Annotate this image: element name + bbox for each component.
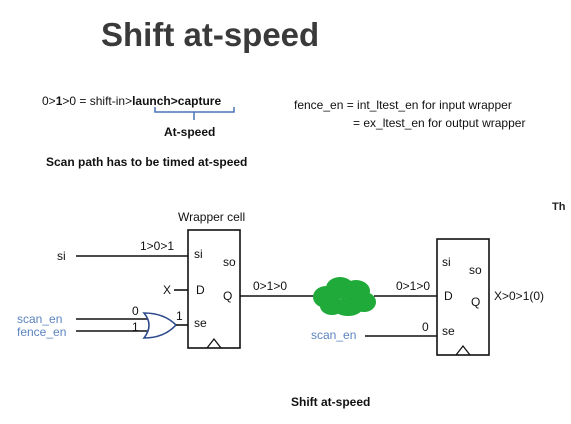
fence-en-line-1: fence_en = int_ltest_en for input wrappe… bbox=[294, 98, 512, 112]
x-input-label: X bbox=[163, 283, 171, 297]
d-input-value: 0>1>0 bbox=[396, 279, 430, 293]
sequence-mid: >0 = shift-in> bbox=[62, 94, 133, 108]
scan-en-label: scan_en bbox=[17, 312, 62, 326]
sequence-text: 0>1>0 = shift-in>launch>capture bbox=[42, 94, 221, 108]
sequence-capture: capture bbox=[177, 94, 222, 108]
combinational-logic-cloud bbox=[313, 277, 376, 316]
right-q-pin: Q bbox=[471, 295, 480, 309]
right-scan-en-label: scan_en bbox=[311, 328, 356, 342]
at-speed-brace bbox=[154, 107, 235, 120]
left-clock-triangle bbox=[206, 337, 222, 349]
page-title: Shift at-speed bbox=[101, 16, 320, 53]
fence-en-line-2: = ex_ltest_en for output wrapper bbox=[353, 116, 526, 130]
left-si-pin: si bbox=[194, 247, 203, 261]
left-d-pin: D bbox=[196, 283, 205, 297]
right-si-pin: si bbox=[442, 255, 451, 269]
sequence-prefix: 0> bbox=[42, 94, 56, 108]
fence-en-label: fence_en bbox=[17, 325, 66, 339]
left-se-pin: se bbox=[194, 316, 207, 330]
q-output-value: 0>1>0 bbox=[253, 279, 287, 293]
sequence-launch: launch bbox=[132, 94, 171, 108]
right-clock-triangle bbox=[455, 344, 471, 356]
right-so-pin: so bbox=[469, 263, 482, 277]
sequence-sep: > bbox=[170, 94, 178, 108]
wrapper-cell-box bbox=[187, 229, 241, 349]
diagram-caption: Shift at-speed bbox=[291, 395, 371, 409]
right-se-value: 0 bbox=[422, 320, 429, 334]
si-value: 1>0>1 bbox=[140, 239, 174, 253]
scan-path-note: Scan path has to be timed at-speed bbox=[46, 155, 248, 169]
si-input-label: si bbox=[57, 249, 66, 263]
capture-cell-box bbox=[436, 238, 490, 356]
or-input-1: 1 bbox=[132, 320, 139, 334]
at-speed-label: At-speed bbox=[164, 125, 216, 139]
right-q-value: X>0>1(0) bbox=[494, 289, 544, 303]
wrapper-cell-label: Wrapper cell bbox=[178, 210, 245, 224]
left-q-pin: Q bbox=[223, 289, 232, 303]
left-so-pin: so bbox=[223, 255, 236, 269]
or-output-value: 1 bbox=[176, 309, 183, 323]
or-gate bbox=[142, 312, 178, 339]
right-d-pin: D bbox=[444, 289, 453, 303]
cutoff-text: Th bbox=[552, 201, 566, 213]
or-input-0: 0 bbox=[132, 304, 139, 318]
right-se-pin: se bbox=[442, 324, 455, 338]
sequence-one: 1 bbox=[55, 94, 63, 108]
